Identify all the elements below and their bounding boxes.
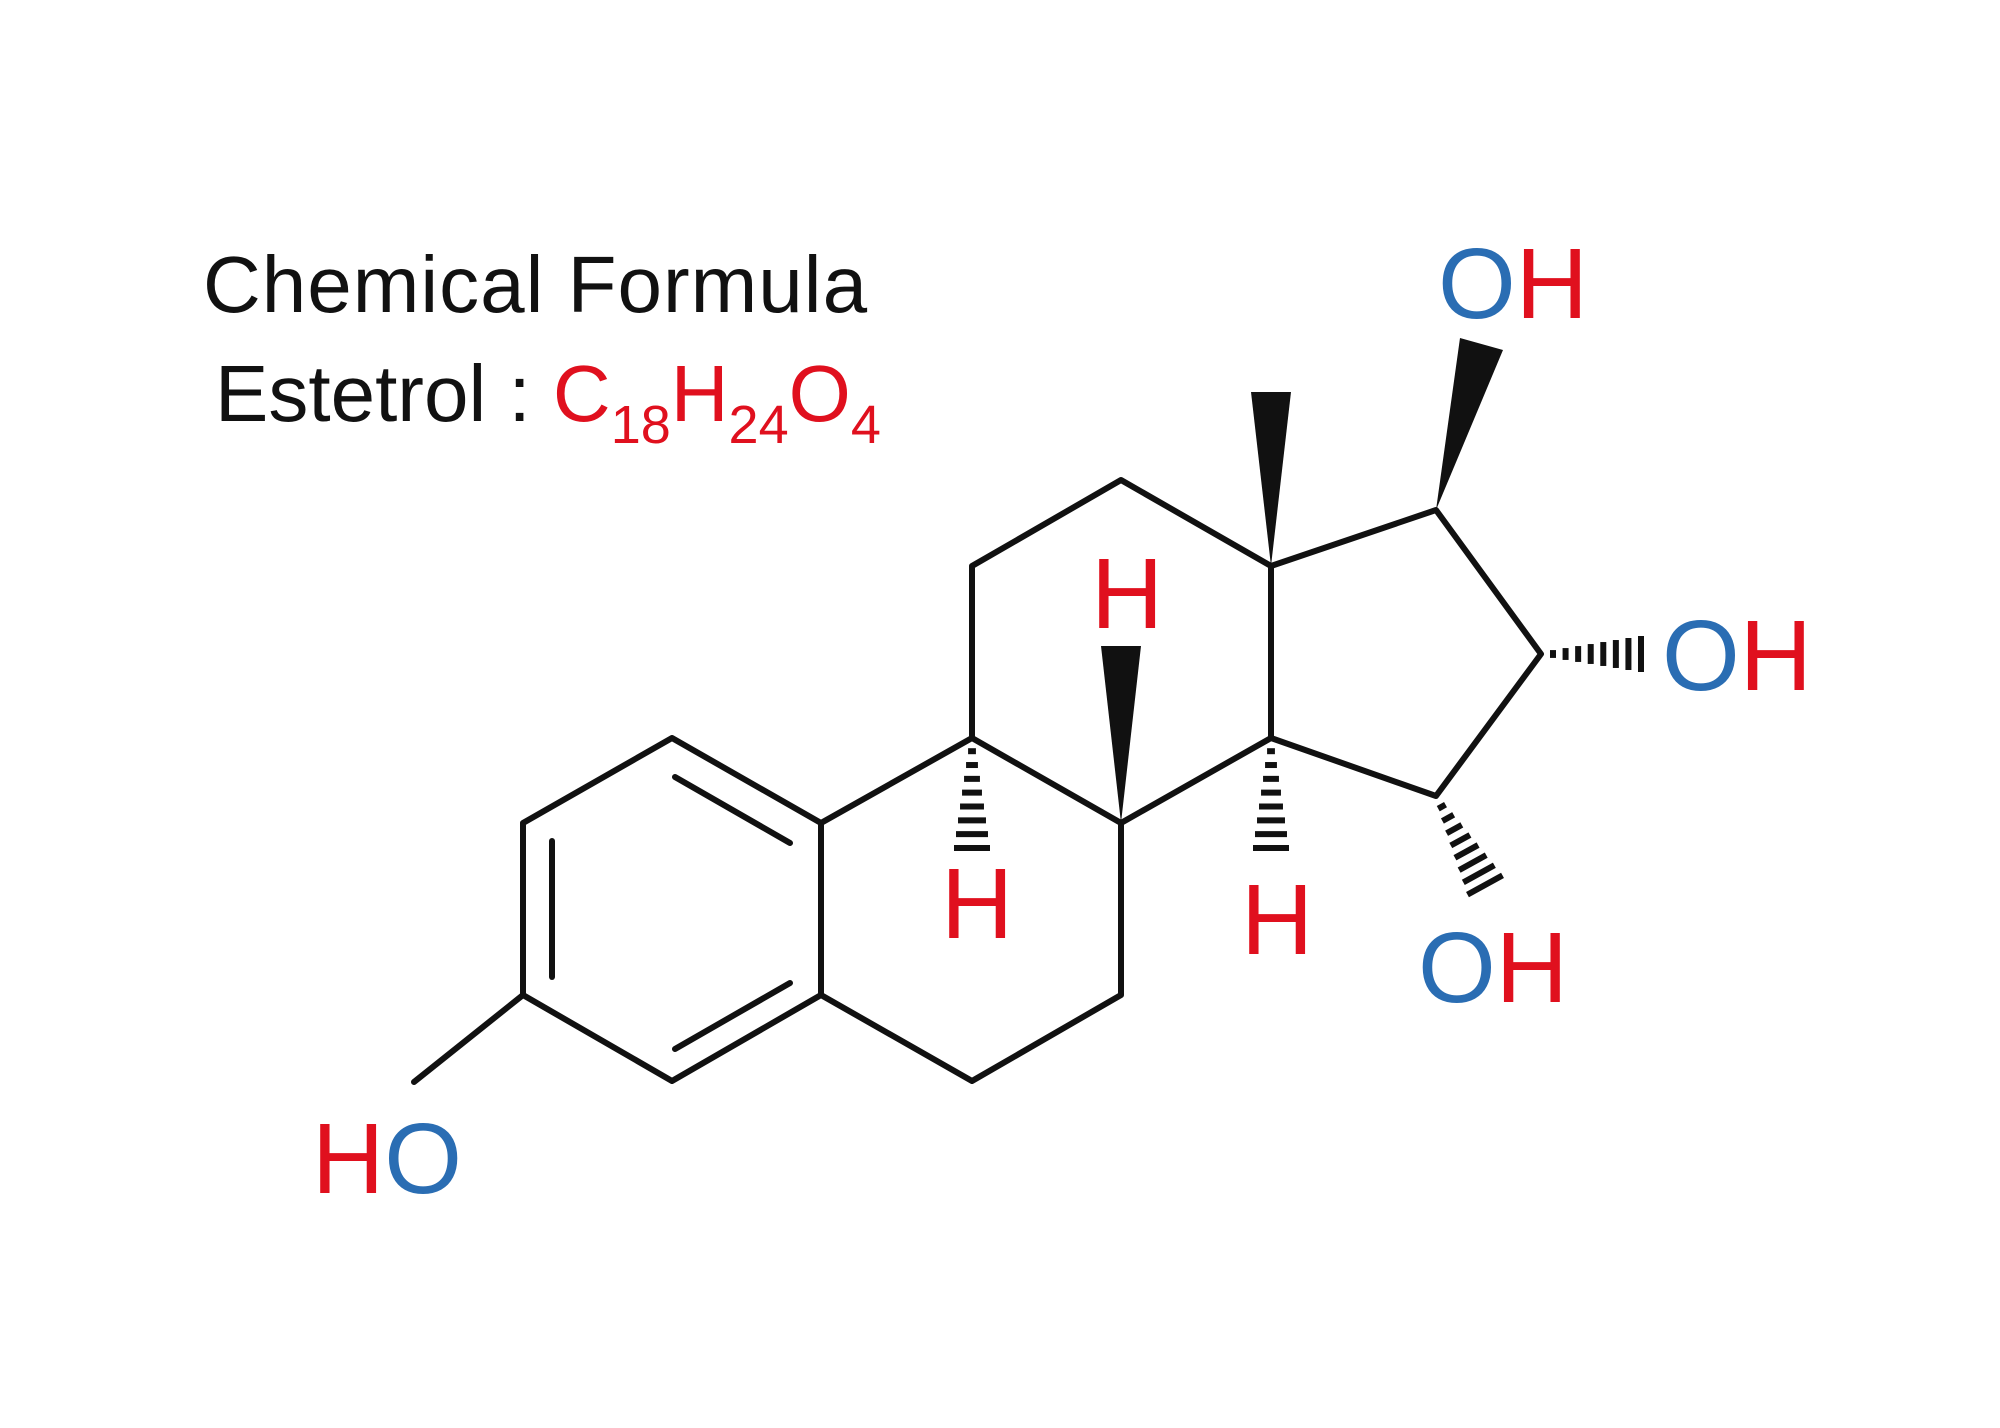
formula-oxygen: O <box>788 349 851 438</box>
molecular-formula: C18H24O4 <box>552 349 881 455</box>
separator: : <box>486 349 553 438</box>
ho-left-h: H <box>312 1103 384 1215</box>
methyl-wedge <box>1251 392 1291 566</box>
ring-a <box>520 735 824 1084</box>
chart-title: Chemical Formula <box>203 240 869 329</box>
oh-bottom-o: O <box>1418 912 1496 1024</box>
ho-left-o: O <box>384 1103 462 1215</box>
oh-bottom-hash-dash <box>1440 812 1456 824</box>
formula-oxygen-count: 4 <box>850 395 881 455</box>
oh-bottom-h: H <box>1496 912 1568 1024</box>
phenol-bond <box>411 992 526 1085</box>
oh-bottom-hash-dash <box>1436 802 1447 812</box>
oh-right-o: O <box>1662 600 1740 712</box>
formula-carbon: C <box>552 349 611 438</box>
title-block: Chemical Formula Estetrol : C18H24O4 <box>203 240 881 475</box>
double-bond-a1 <box>672 774 793 846</box>
oh-top-wedge <box>1436 338 1503 510</box>
h-left-label: H <box>941 848 1013 960</box>
ring-d <box>1268 507 1544 799</box>
oh-bottom-hash-dash <box>1461 862 1496 885</box>
oh-top-o: O <box>1438 228 1516 340</box>
oh-bottom-hash-dash <box>1453 842 1480 861</box>
oh-bottom-hash-dash <box>1445 822 1464 836</box>
h-center-wedge <box>1101 646 1141 823</box>
ring-c <box>969 477 1274 826</box>
formula-carbon-count: 18 <box>610 395 671 455</box>
stereo-hashes <box>954 636 1644 898</box>
formula-hydrogen-count: 24 <box>728 395 789 455</box>
ring-b <box>818 735 1124 1084</box>
oh-top-label: OH <box>1438 228 1588 340</box>
h-center-label: H <box>1091 538 1163 650</box>
bonds <box>411 477 1544 1085</box>
ho-left-label: HO <box>312 1103 462 1215</box>
stereo-wedges <box>1101 338 1503 823</box>
formula-hydrogen: H <box>670 349 729 438</box>
oh-right-h: H <box>1740 600 1812 712</box>
compound-name: Estetrol <box>215 349 487 438</box>
oh-bottom-hash-dash <box>1457 852 1488 873</box>
oh-bottom-label: OH <box>1418 912 1568 1024</box>
double-bond-a3 <box>672 980 793 1052</box>
compound-line: Estetrol : C18H24O4 <box>203 344 881 475</box>
atom-labels: OH OH OH HO H H H <box>312 228 1812 1215</box>
oh-bottom-hash-dash <box>1449 832 1472 849</box>
oh-right-label: OH <box>1662 600 1812 712</box>
oh-bottom-hash-dash <box>1466 872 1504 898</box>
oh-top-h: H <box>1516 228 1588 340</box>
h-right-label: H <box>1241 864 1313 976</box>
